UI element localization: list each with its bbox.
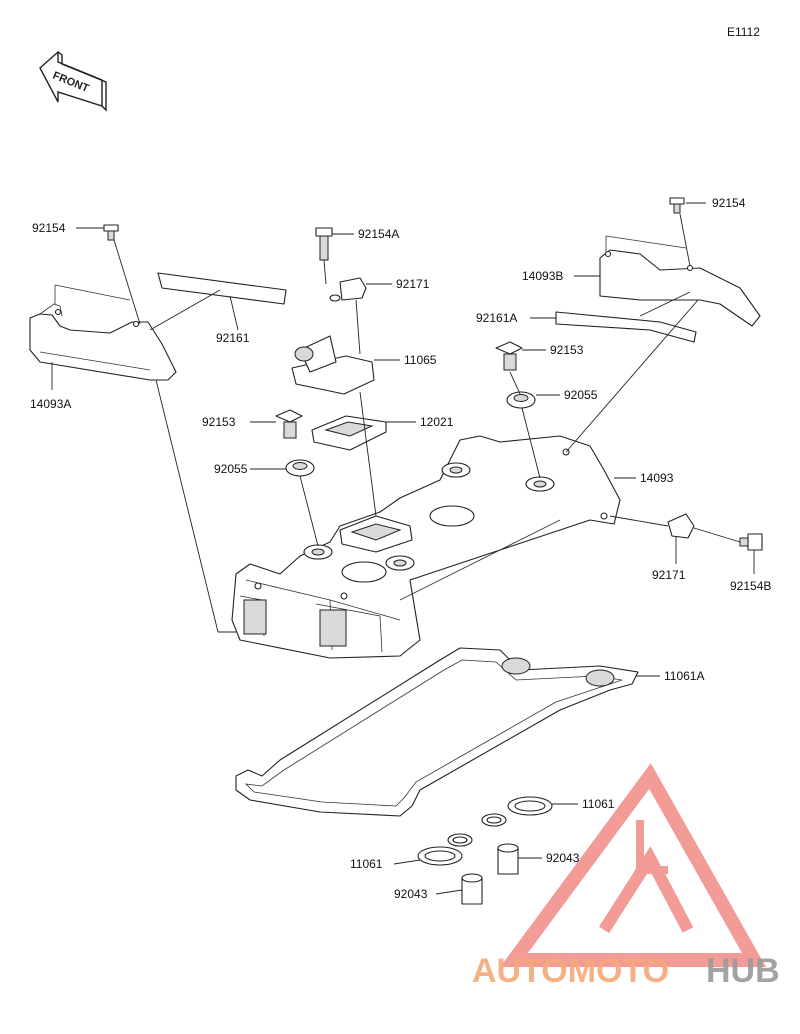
label-11065: 11065 [404,353,437,367]
label-92154-left: 92154 [32,221,66,235]
label-92161: 92161 [216,331,250,345]
diagram-code: E1112 [727,25,760,39]
label-11061A: 11061A [664,669,704,683]
bolt-92153-left-icon [275,409,303,439]
label-14093B: 14093B [522,269,563,283]
part-14093A-left-side-cover [29,284,177,381]
label-14093: 14093 [640,471,674,485]
clamp-92171-top-icon [329,277,367,302]
bolt-92154-left-icon [103,224,119,241]
part-14093B-right-side-cover [599,235,761,327]
part-92161A-strip [555,311,697,343]
label-11061-right: 11061 [582,797,615,811]
part-12021-plate [311,415,387,451]
part-14093-cylinder-head-cover [231,435,621,659]
part-11061A-cover-gasket [235,647,639,817]
dowel-92043-left-icon [461,873,483,905]
seal-11061-right-icon [481,796,553,827]
label-11061-left: 11061 [350,857,383,871]
label-92154A: 92154A [358,227,399,241]
watermark-logo [500,763,766,967]
label-12021: 12021 [420,415,454,429]
label-92043-left: 92043 [394,887,428,901]
part-11065-breather-cover [291,335,375,395]
clamp-92171-right-icon [667,513,695,539]
label-92154B: 92154B [730,579,771,593]
seal-11061-left-icon [417,833,473,866]
grommet-92055-left-icon [285,459,315,477]
grommet-92055-right-icon [506,391,536,409]
label-92153-right: 92153 [550,343,584,357]
watermark-text-prefix: AUTOMOTO [472,952,669,990]
label-92043-right: 92043 [546,851,580,865]
label-92171-right: 92171 [652,568,686,582]
label-92153-left: 92153 [202,415,236,429]
label-14093A: 14093A [30,397,71,411]
label-92171-top: 92171 [396,277,430,291]
watermark-text-suffix: HUB [706,952,780,990]
bolt-92154B-icon [739,533,763,551]
bolt-92153-right-icon [495,341,523,371]
label-92154-right: 92154 [712,196,746,210]
bolt-92154A-icon [315,227,333,261]
bolt-92154-right-icon [669,197,685,214]
label-92055-left: 92055 [214,462,248,476]
dowel-92043-right-icon [497,843,519,875]
part-labels: 92154 14093A 92161 92154A 92171 11065 12… [30,196,771,901]
front-arrow-icon: FRONT [39,50,107,112]
part-92161-strip [157,272,287,305]
label-92161A: 92161A [476,311,517,325]
label-92055-right: 92055 [564,388,598,402]
leader-lines [51,202,755,895]
